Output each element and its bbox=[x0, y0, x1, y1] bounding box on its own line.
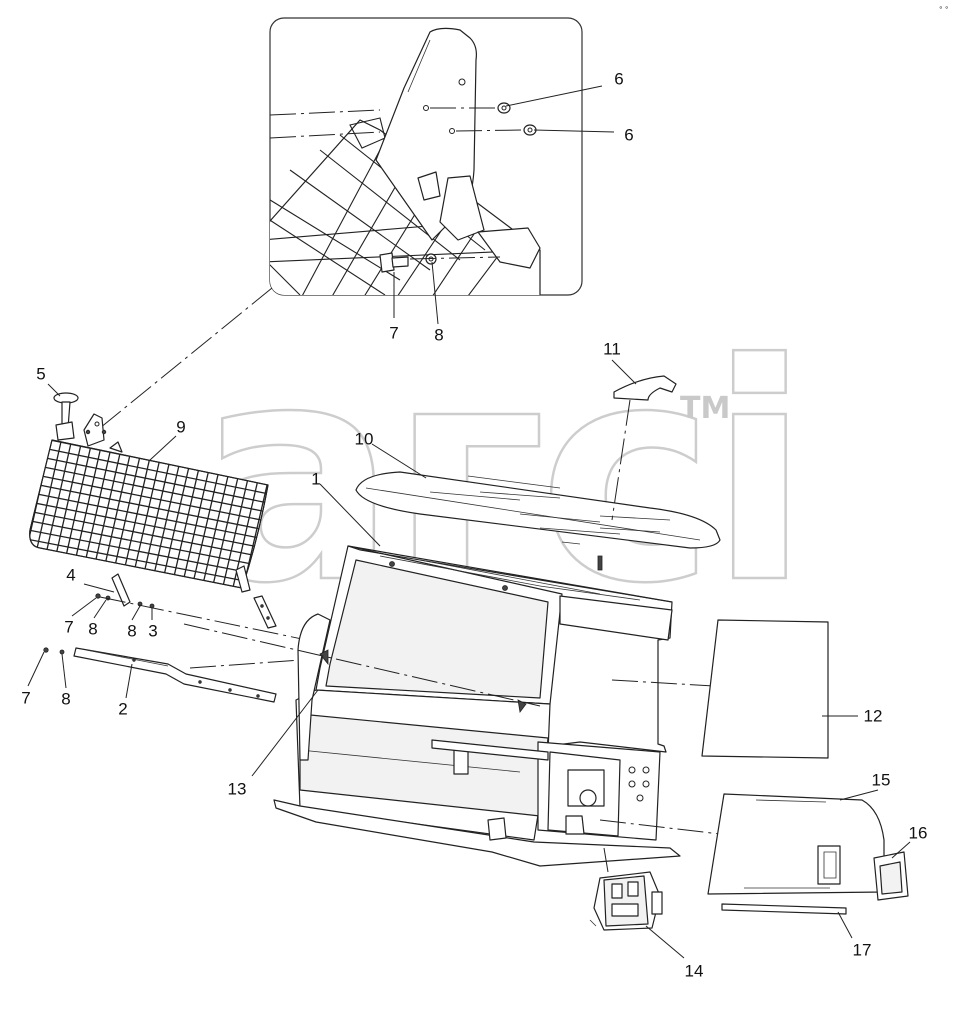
callout-8-lower-row: 8 bbox=[61, 689, 70, 708]
part-17-seal-strip bbox=[721, 903, 847, 915]
mesh-wire bbox=[36, 493, 258, 539]
watermark-trademark: TM bbox=[680, 391, 730, 426]
mesh-wire bbox=[32, 511, 253, 556]
callout-12: 12 bbox=[864, 706, 883, 725]
callout-3: 3 bbox=[148, 621, 157, 640]
inset-link-line bbox=[99, 287, 273, 429]
callout-5: 5 bbox=[36, 364, 45, 383]
mesh-wire bbox=[150, 462, 181, 587]
mesh-wire bbox=[29, 538, 247, 582]
callout-8-upper-row-a: 8 bbox=[88, 619, 97, 638]
callout-7-lower-row: 7 bbox=[21, 688, 30, 707]
part-16-door-handle bbox=[873, 851, 909, 901]
mesh-wire bbox=[30, 520, 251, 565]
callout-labels: 6 6 7 8 11 10 1 5 9 4 7 8 8 3 7 8 2 13 1… bbox=[21, 69, 927, 980]
callout-6-nut-lower: 6 bbox=[624, 125, 633, 144]
mesh-wire bbox=[41, 475, 262, 521]
cab-centerline-right bbox=[611, 679, 715, 687]
mesh-wire bbox=[47, 448, 268, 495]
callout-6-nut-upper: 6 bbox=[614, 69, 623, 88]
callout-8-inset-washer: 8 bbox=[434, 325, 443, 344]
corner-mark: ⚬⚬ bbox=[938, 4, 950, 12]
mesh-wire bbox=[45, 457, 266, 504]
mesh-wire bbox=[141, 460, 171, 584]
mesh-wire bbox=[63, 444, 92, 563]
part-5-hinge-bracket bbox=[53, 392, 107, 447]
inset-grid-mesh bbox=[270, 117, 541, 295]
callout-7-upper-row: 7 bbox=[64, 617, 73, 636]
mesh-wire bbox=[34, 502, 255, 547]
callout-17: 17 bbox=[853, 940, 872, 959]
part-4-strip bbox=[111, 573, 277, 629]
callout-14: 14 bbox=[685, 961, 704, 980]
mesh-wire bbox=[73, 446, 102, 566]
inset-bracket-plate bbox=[375, 27, 541, 269]
grid-mesh bbox=[29, 440, 268, 588]
mesh-wire bbox=[112, 454, 141, 576]
inset-detail-view bbox=[269, 17, 583, 296]
mesh-wire bbox=[54, 441, 83, 561]
callout-10: 10 bbox=[355, 429, 374, 448]
cab-centerline bbox=[183, 623, 541, 707]
part-15-door-panel bbox=[707, 793, 885, 895]
callout-16: 16 bbox=[909, 823, 928, 842]
callout-2: 2 bbox=[118, 699, 127, 718]
part-9-grid-screen bbox=[29, 439, 269, 593]
callout-8-upper-row-b: 8 bbox=[127, 621, 136, 640]
callout-15: 15 bbox=[872, 770, 891, 789]
mesh-wire bbox=[83, 448, 112, 568]
mesh-wire bbox=[102, 452, 132, 574]
mesh-wire bbox=[39, 484, 260, 530]
callout-1: 1 bbox=[311, 469, 320, 488]
part-12-glass-panel bbox=[701, 619, 829, 759]
part-1-cab-frame bbox=[273, 545, 681, 867]
callout-9: 9 bbox=[176, 417, 185, 436]
part-14-control-module bbox=[589, 847, 663, 931]
mesh-wire bbox=[43, 466, 264, 512]
mesh-wire bbox=[92, 450, 122, 571]
callout-13: 13 bbox=[228, 779, 247, 798]
svg-text:⚬⚬: ⚬⚬ bbox=[938, 4, 950, 12]
callout-4: 4 bbox=[66, 565, 75, 584]
mesh-wire bbox=[160, 464, 191, 588]
inset-bolt bbox=[379, 252, 437, 273]
callout-11: 11 bbox=[603, 339, 621, 358]
mesh-wire bbox=[29, 529, 249, 574]
callout-7-inset-bolt: 7 bbox=[389, 323, 398, 342]
part-10-roof-cover bbox=[355, 471, 721, 549]
leader-lines bbox=[27, 85, 911, 959]
door-centerline bbox=[599, 819, 721, 835]
